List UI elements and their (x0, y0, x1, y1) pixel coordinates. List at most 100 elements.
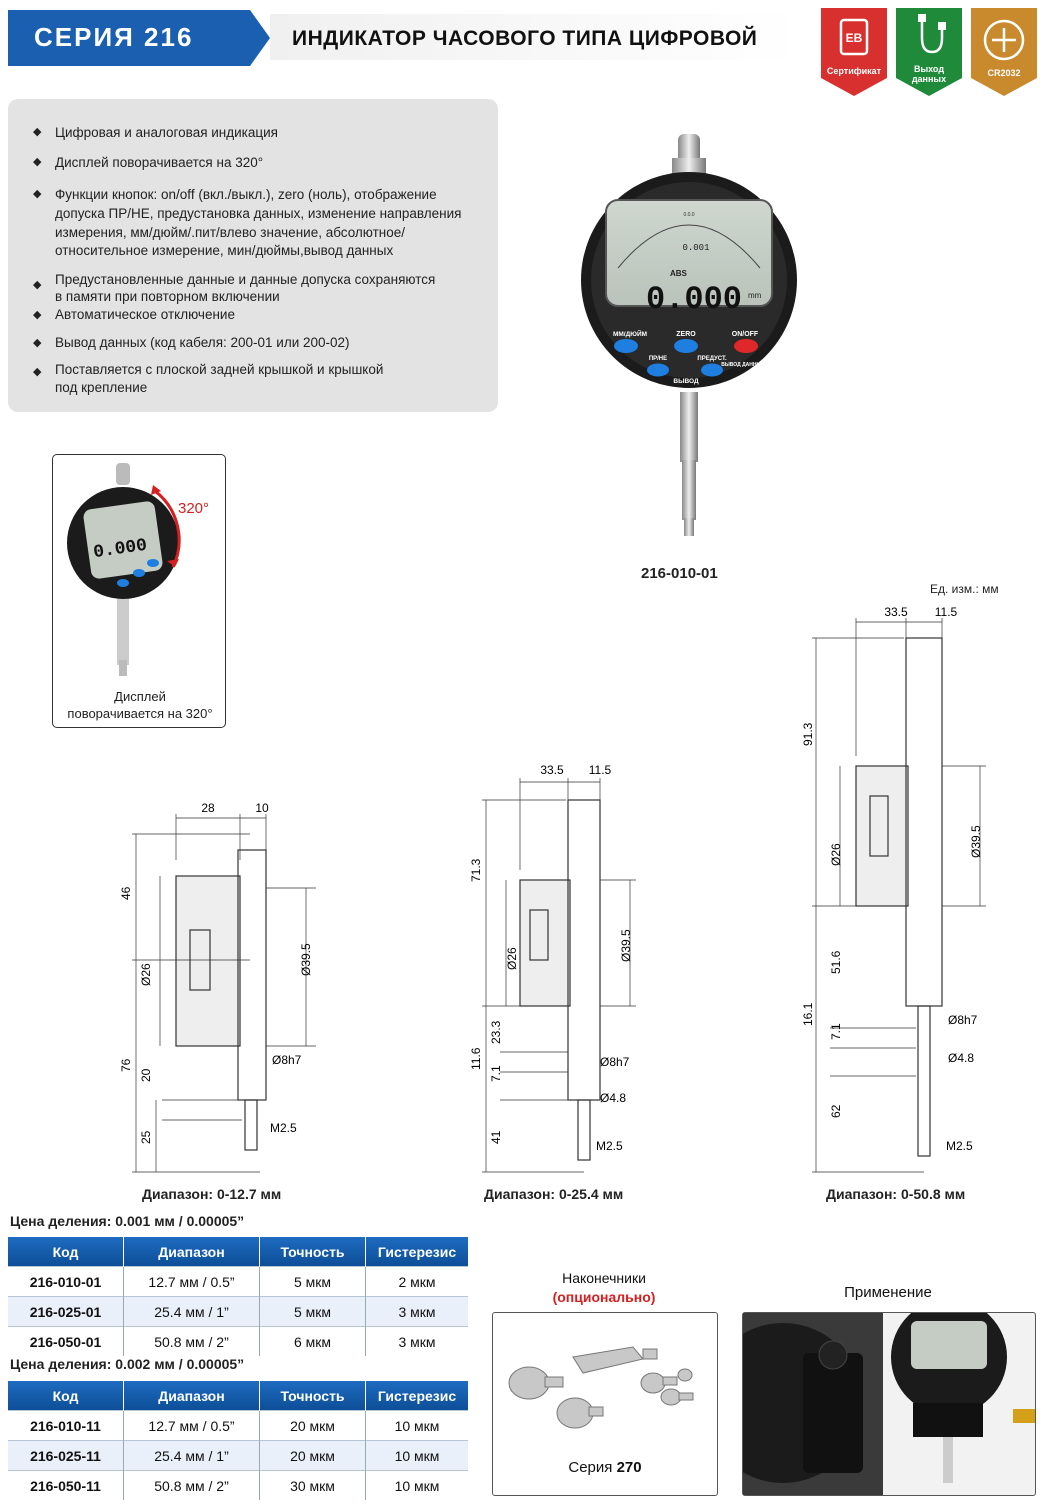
dial-indicator-illustration: 0.0.0 0.001 ABS 0.000 mm ММ/ДЮЙМ ZERO ON… (581, 134, 797, 536)
col-header: Код (8, 1381, 124, 1411)
dim-label: 33.5 (540, 763, 564, 777)
table-row: 216-050-11 50.8 мм / 2” 30 мкм 10 мкм (8, 1470, 468, 1500)
application-title: Применение (844, 1284, 932, 1301)
badge-label: CR2032 (987, 68, 1021, 78)
series-label: СЕРИЯ 216 (34, 22, 194, 52)
col-header: Гистерезис (365, 1237, 468, 1267)
cell-hysteresis: 2 мкм (365, 1266, 468, 1297)
product-model: 216-010-01 (641, 565, 718, 582)
button-label: ZERO (676, 331, 696, 338)
feature-item: Поставляется с плоской задней крышкой и … (55, 362, 384, 377)
table-row: 216-050-01 50.8 мм / 2” 6 мкм 3 мкм (8, 1326, 468, 1356)
bullet-icon: ◆ (33, 337, 42, 349)
feature-item: Вывод данных (код кабеля: 200-01 или 200… (55, 335, 350, 350)
inset-caption: Дисплей поворачивается на 320° (52, 688, 228, 722)
dim-label: Ø39.5 (619, 929, 633, 962)
cell-accuracy: 20 мкм (259, 1410, 366, 1441)
units-note: Ед. изм.: мм (930, 582, 999, 596)
feature-item: Дисплей поворачивается на 320° (55, 155, 264, 170)
col-header: Диапазон (123, 1381, 260, 1411)
dim-label: Ø26 (139, 963, 153, 986)
tips-image: Серия 270 (492, 1312, 718, 1496)
dim-label: 41 (489, 1130, 503, 1144)
button-label: ПРЕДУСТ. (697, 356, 727, 362)
dim-label: Ø4.8 (948, 1051, 974, 1065)
cell-range: 12.7 мм / 0.5” (123, 1266, 260, 1297)
spec-table-2: Код Диапазон Точность Гистерезис 216-010… (8, 1381, 468, 1500)
tips-series-prefix: Серия (568, 1459, 613, 1476)
table-row: 216-010-11 12.7 мм / 0.5” 20 мкм 10 мкм (8, 1410, 468, 1441)
drawing-12-7: 28 10 46 Ø26 Ø39.5 76 20 Ø8h7 25 M2.5 (120, 801, 316, 1173)
feature-item: Цифровая и аналоговая индикация (55, 125, 278, 140)
inset-caption-line1: Дисплей (114, 689, 166, 704)
tolerance-button[interactable] (647, 363, 669, 377)
dim-label: 33.5 (884, 605, 908, 619)
cell-accuracy: 30 мкм (259, 1470, 366, 1500)
cell-hysteresis: 10 мкм (365, 1410, 468, 1441)
table-row: 216-010-01 12.7 мм / 0.5” 5 мкм 2 мкм (8, 1266, 468, 1297)
col-header: Точность (259, 1237, 366, 1267)
tips-title: Наконечники (562, 1270, 646, 1286)
dim-label: 25 (139, 1130, 153, 1144)
feature-item: Функции кнопок: on/off (вкл./выкл.), zer… (55, 187, 437, 202)
cell-accuracy: 20 мкм (259, 1440, 366, 1471)
table-title: Цена деления: 0.002 мм / 0.00005” (10, 1356, 245, 1372)
cell-range: 25.4 мм / 1” (123, 1296, 260, 1327)
dim-label: M2.5 (596, 1139, 623, 1153)
cell-hysteresis: 10 мкм (365, 1440, 468, 1471)
rotation-angle: 320° (178, 500, 210, 517)
col-header: Диапазон (123, 1237, 260, 1267)
feature-item: Автоматическое отключение (55, 307, 235, 322)
rotating-display-illustration: 0.000 (67, 463, 181, 676)
cell-accuracy: 6 мкм (259, 1326, 366, 1356)
cell-range: 12.7 мм / 0.5” (123, 1410, 260, 1441)
cell-code: 216-050-11 (8, 1470, 124, 1500)
col-header: Код (8, 1237, 124, 1267)
dim-label: 16.1 (801, 1002, 815, 1026)
dim-label: 91.3 (801, 722, 815, 746)
badge-label: Выход данных (911, 64, 947, 84)
mm-inch-button[interactable] (614, 339, 638, 353)
bullet-icon: ◆ (33, 188, 42, 200)
drawing-25-4: 33.5 11.5 71.3 Ø26 Ø39.5 23.3 11.6 7.1 Ø… (470, 763, 636, 1173)
lcd-unit: mm (748, 291, 762, 300)
badge-label: Сертификат (826, 66, 882, 76)
dim-label: Ø26 (505, 947, 519, 970)
range-label: Диапазон: 0-25.4 мм (484, 1186, 624, 1202)
tips-series: Серия 270 (493, 1459, 717, 1476)
contact-points-illustration (508, 1346, 694, 1429)
dim-label: Ø26 (829, 843, 843, 866)
page-title: ИНДИКАТОР ЧАСОВОГО ТИПА ЦИФРОВОЙ (292, 27, 758, 50)
table-row: 216-025-01 25.4 мм / 1” 5 мкм 3 мкм (8, 1296, 468, 1327)
on-off-button[interactable] (734, 339, 758, 353)
dim-label: 11.5 (935, 605, 958, 619)
feature-item: в памяти при повторном включении (55, 289, 280, 304)
button-label: ПР/НЕ (649, 356, 667, 362)
svg-text:0.0.0: 0.0.0 (683, 212, 694, 218)
dim-label: 46 (120, 886, 133, 900)
button-label: ВЫВОД ДАННЫХ (721, 362, 765, 368)
dim-label: Ø39.5 (299, 943, 313, 976)
dim-label: Ø8h7 (272, 1053, 302, 1067)
bullet-icon: ◆ (33, 366, 42, 378)
dim-label: 20 (139, 1068, 153, 1082)
application-photo (742, 1312, 1036, 1496)
data-output-badge: Выход данных (896, 8, 962, 96)
cell-range: 50.8 мм / 2” (123, 1326, 260, 1356)
preset-button[interactable] (701, 363, 723, 377)
range-label: Диапазон: 0-12.7 мм (142, 1186, 282, 1202)
tips-series-number: 270 (616, 1459, 642, 1476)
application-illustration (743, 1313, 1035, 1495)
certificate-badge: EB Сертификат (821, 8, 887, 96)
cell-range: 50.8 мм / 2” (123, 1470, 260, 1500)
bullet-icon: ◆ (33, 126, 42, 138)
col-header: Точность (259, 1381, 366, 1411)
zero-button[interactable] (674, 339, 698, 353)
button-label: ON/OFF (732, 331, 759, 338)
cell-code: 216-010-11 (8, 1410, 124, 1441)
rotation-inset: 0.000 (52, 454, 226, 728)
button-label: ММ/ДЮЙМ (613, 329, 647, 338)
dim-label: Ø8h7 (948, 1013, 978, 1027)
title-bar (270, 14, 800, 60)
features-box: ◆ Цифровая и аналоговая индикация ◆ Дисп… (8, 99, 498, 412)
